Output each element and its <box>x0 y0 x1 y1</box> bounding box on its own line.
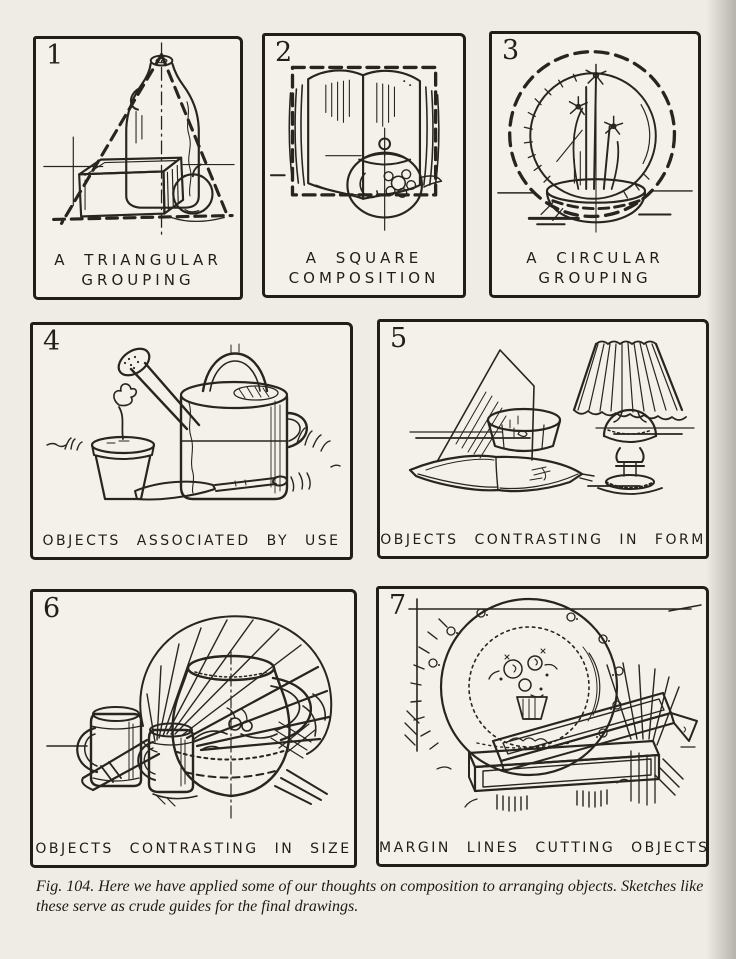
table-line <box>415 433 683 439</box>
open-book-flat-sketch <box>408 454 641 493</box>
dashed-square-guide <box>290 65 438 197</box>
figure-caption: Fig. 104. Here we have applied some of o… <box>36 877 712 917</box>
panel-number: 1 <box>46 40 64 71</box>
panel-2-square-composition: 2 <box>262 33 466 298</box>
plate-sketch <box>523 72 657 222</box>
panel-number: 3 <box>502 35 520 66</box>
caption-line: OBJECTS CONTRASTING IN SIZE <box>35 841 352 858</box>
panel-1-triangular-grouping: 1 <box>33 36 243 300</box>
rim-rosettes <box>428 608 624 738</box>
lamp-sketch <box>572 340 687 495</box>
center-bouquet <box>488 648 558 720</box>
panel-number: 2 <box>275 37 293 68</box>
table-line <box>497 190 693 194</box>
sketch-pitcher-mugs-fan <box>46 615 333 821</box>
caption-line: GROUPING <box>81 270 195 289</box>
panel-caption: A TRIANGULAR GROUPING <box>36 250 240 291</box>
box-sketch <box>78 156 185 218</box>
figure-caption-line: Fig. 104. Here we have applied some of o… <box>36 878 704 895</box>
caption-line: OBJECTS ASSOCIATED BY USE <box>42 533 341 550</box>
grass-strokes <box>46 427 341 492</box>
sketch-plate-flower-bowl <box>497 50 693 233</box>
sketch-jug-box-apple <box>43 42 235 238</box>
panel-number: 6 <box>43 593 61 624</box>
watering-can-sketch <box>117 343 308 501</box>
sketch-lamp-bowl-book <box>408 340 695 495</box>
sketch-watering-can-pot-trowel <box>46 343 341 501</box>
background-shadow-shape <box>437 349 535 461</box>
panel-caption: OBJECTS ASSOCIATED BY USE <box>33 532 350 551</box>
caption-line: OBJECTS CONTRASTING IN FORM <box>380 532 706 549</box>
caption-line: A SQUARE <box>305 248 423 267</box>
panel-number: 5 <box>390 323 408 354</box>
panel-caption: OBJECTS CONTRASTING IN SIZE <box>33 840 354 859</box>
flower-pot-sketch <box>90 383 156 501</box>
margin-lines <box>404 598 702 752</box>
top-box-sketch <box>491 691 698 772</box>
panel-caption: A SQUARE COMPOSITION <box>265 248 463 289</box>
shadow-hatch <box>152 769 328 807</box>
panel-number: 4 <box>43 326 61 357</box>
caption-line: A CIRCULAR <box>526 248 664 267</box>
apple-sketch <box>170 163 225 223</box>
narcissus-flowers <box>568 63 624 135</box>
caption-line: A TRIANGULAR <box>54 250 222 269</box>
straw-fan-sketch <box>81 615 333 792</box>
trowel-sketch <box>134 475 288 501</box>
bowl-sketch <box>486 407 562 453</box>
panel-caption: MARGIN LINES CUTTING OBJECTS <box>379 839 710 858</box>
dashed-triangle-guide <box>52 53 234 225</box>
shadow-hatch <box>436 746 696 812</box>
page-edge-shadow <box>706 0 736 959</box>
caption-line: GROUPING <box>538 268 652 287</box>
panel-3-circular-grouping: 3 <box>489 31 701 298</box>
mug-large-sketch <box>76 706 143 788</box>
dashed-circle-guide <box>508 50 677 219</box>
sunburst-hatch <box>606 662 680 746</box>
panel-5-objects-contrasting-in-form: 5 <box>377 319 709 559</box>
open-book-sketch <box>288 69 440 200</box>
floral-plate-sketch <box>410 597 624 777</box>
panel-caption: A CIRCULAR GROUPING <box>492 248 698 289</box>
sketch-book-and-jar <box>269 65 443 231</box>
sketch-floral-plate-boxes <box>404 597 702 812</box>
panel-4-objects-associated-by-use: 4 <box>30 322 353 560</box>
panel-number: 7 <box>389 590 407 621</box>
caption-line: MARGIN LINES CUTTING OBJECTS <box>379 840 710 857</box>
panel-6-objects-contrasting-in-size: 6 <box>30 589 357 868</box>
caption-line: COMPOSITION <box>288 268 440 287</box>
panel-7-margin-lines-cutting-objects: 7 <box>376 586 709 867</box>
shadow-stroke <box>536 213 672 226</box>
jug-sketch <box>125 54 200 209</box>
guide-cross-lines <box>43 136 235 207</box>
table-line <box>409 427 695 433</box>
panel-caption: OBJECTS CONTRASTING IN FORM <box>380 531 706 550</box>
mug-small-sketch <box>137 722 195 794</box>
figure-caption-line: these serve as crude guides for the fina… <box>36 898 359 915</box>
